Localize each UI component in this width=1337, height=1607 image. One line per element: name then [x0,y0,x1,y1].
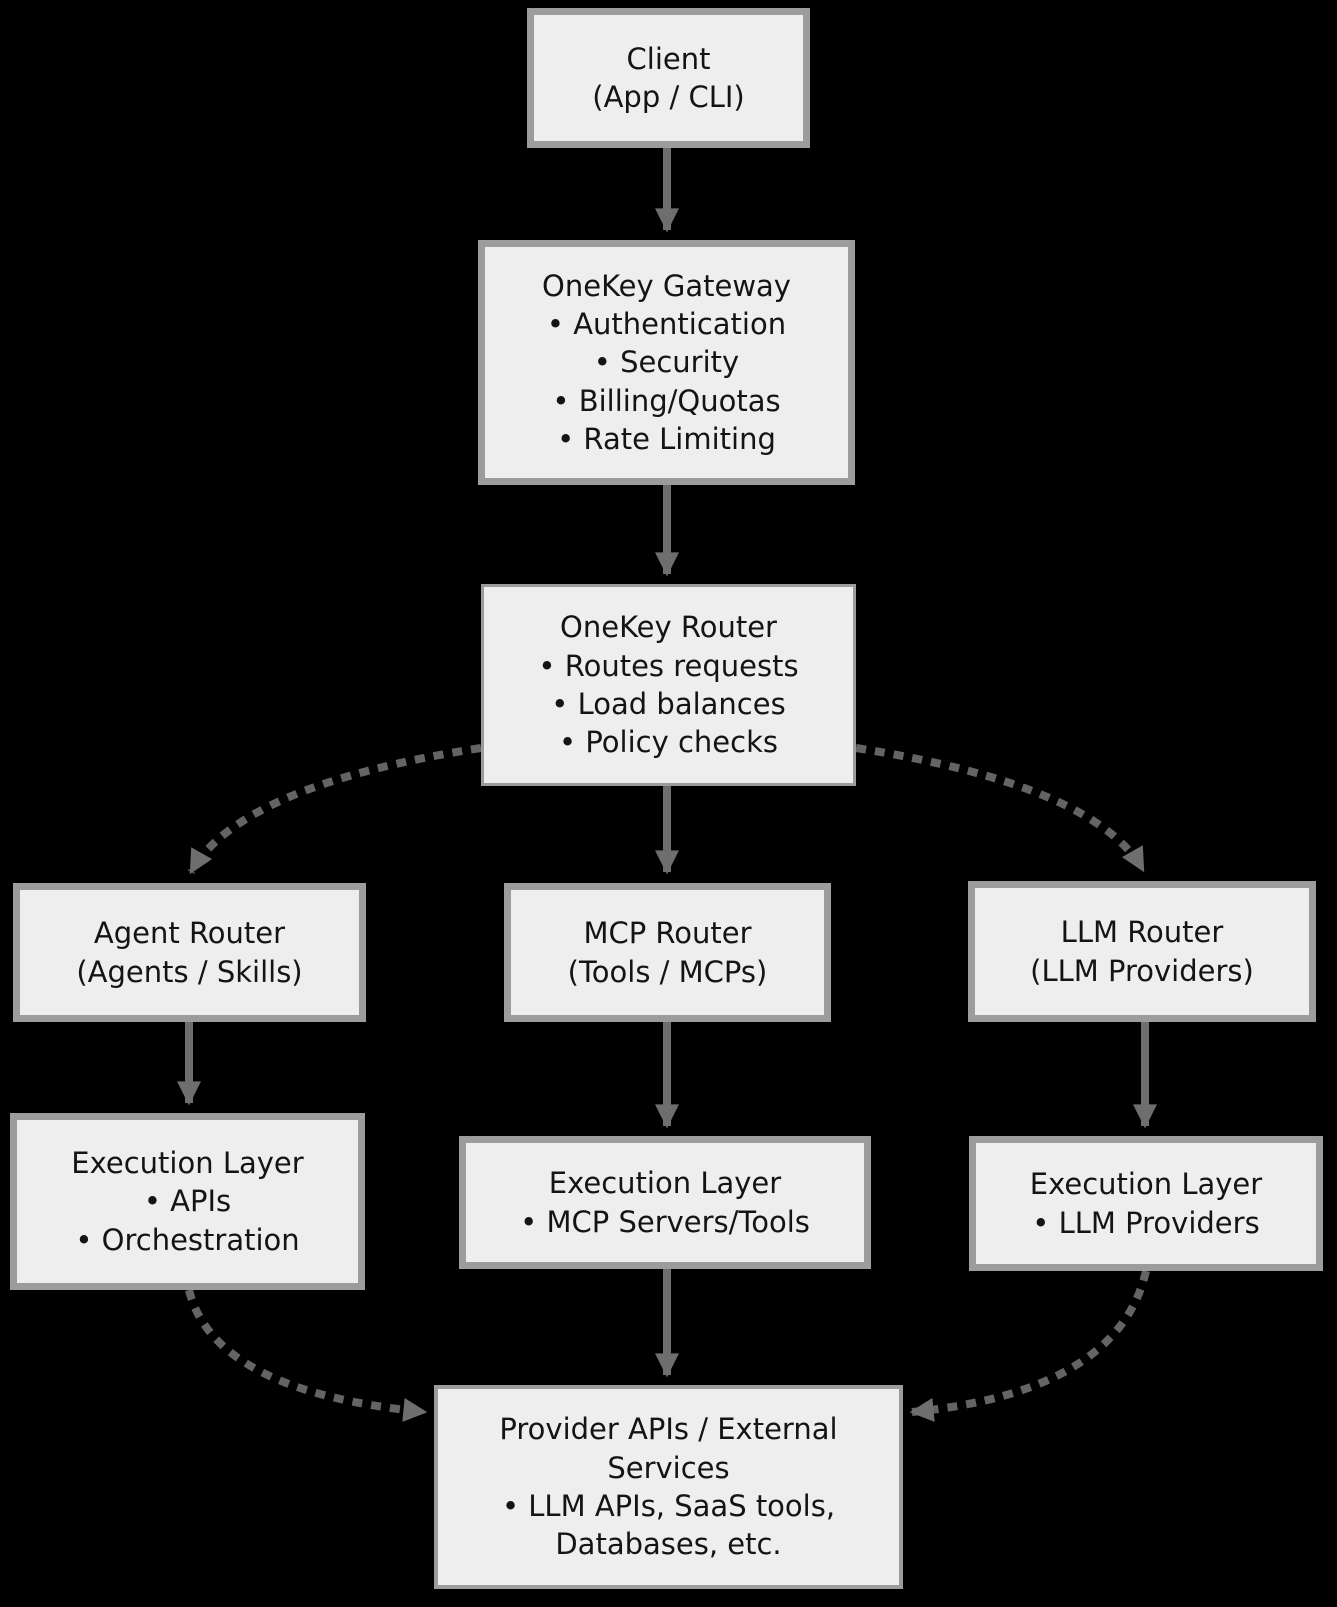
node-title: Execution Layer [548,1166,782,1201]
node-title: Agent Router [93,916,286,951]
arrow-exec-agents-to-providers [185,1289,428,1422]
node-onekey-router: OneKey Router • Routes requests • Load b… [481,584,856,786]
node-agent-router: Agent Router (Agents / Skills) [13,883,366,1022]
bullet-item: • Rate Limiting [557,421,776,456]
node-client: Client (App / CLI) [527,8,810,148]
bullet-item: • Authentication [546,307,787,342]
node-subtitle: (App / CLI) [592,80,745,114]
node-provider-apis: Provider APIs / External Services • LLM … [434,1385,903,1589]
bullet-item: • LLM Providers [1032,1205,1260,1240]
node-llm-router: LLM Router (LLM Providers) [968,881,1316,1022]
arrow-router-to-agent-router [187,744,482,875]
bullet-item: • Security [593,345,740,380]
node-subtitle: (LLM Providers) [1030,953,1254,988]
arrow-router-to-llm-router [855,744,1147,873]
node-execution-layer-mcp: Execution Layer • MCP Servers/Tools [459,1136,871,1269]
node-onekey-gateway: OneKey Gateway • Authentication • Securi… [478,240,855,485]
node-title: Provider APIs / External Services [499,1412,838,1485]
node-title: MCP Router [583,916,752,951]
bullet-item: • Load balances [551,687,786,721]
node-execution-layer-llm: Execution Layer • LLM Providers [969,1136,1323,1271]
bullet-item: • Routes requests [538,648,799,683]
node-subtitle: (Tools / MCPs) [567,954,768,989]
arrow-exec-llm-to-providers [909,1270,1150,1422]
node-title: Client [626,41,711,76]
bullet-item: • MCP Servers/Tools [520,1204,810,1239]
node-execution-layer-agents: Execution Layer • APIs • Orchestration [10,1113,365,1290]
node-title: OneKey Gateway [542,268,791,303]
bullet-item: • Policy checks [559,725,778,760]
bullet-item: • APIs [143,1184,232,1219]
node-title: Execution Layer [71,1146,304,1181]
bullet-item: • Orchestration [75,1222,300,1257]
node-title: Execution Layer [1029,1167,1263,1202]
bullet-item: • Billing/Quotas [552,383,781,418]
node-mcp-router: MCP Router (Tools / MCPs) [504,883,831,1022]
bullet-item: • LLM APIs, SaaS tools, Databases, etc. [501,1489,836,1562]
node-title: LLM Router [1060,915,1224,950]
node-title: OneKey Router [560,610,777,645]
node-subtitle: (Agents / Skills) [76,954,303,989]
